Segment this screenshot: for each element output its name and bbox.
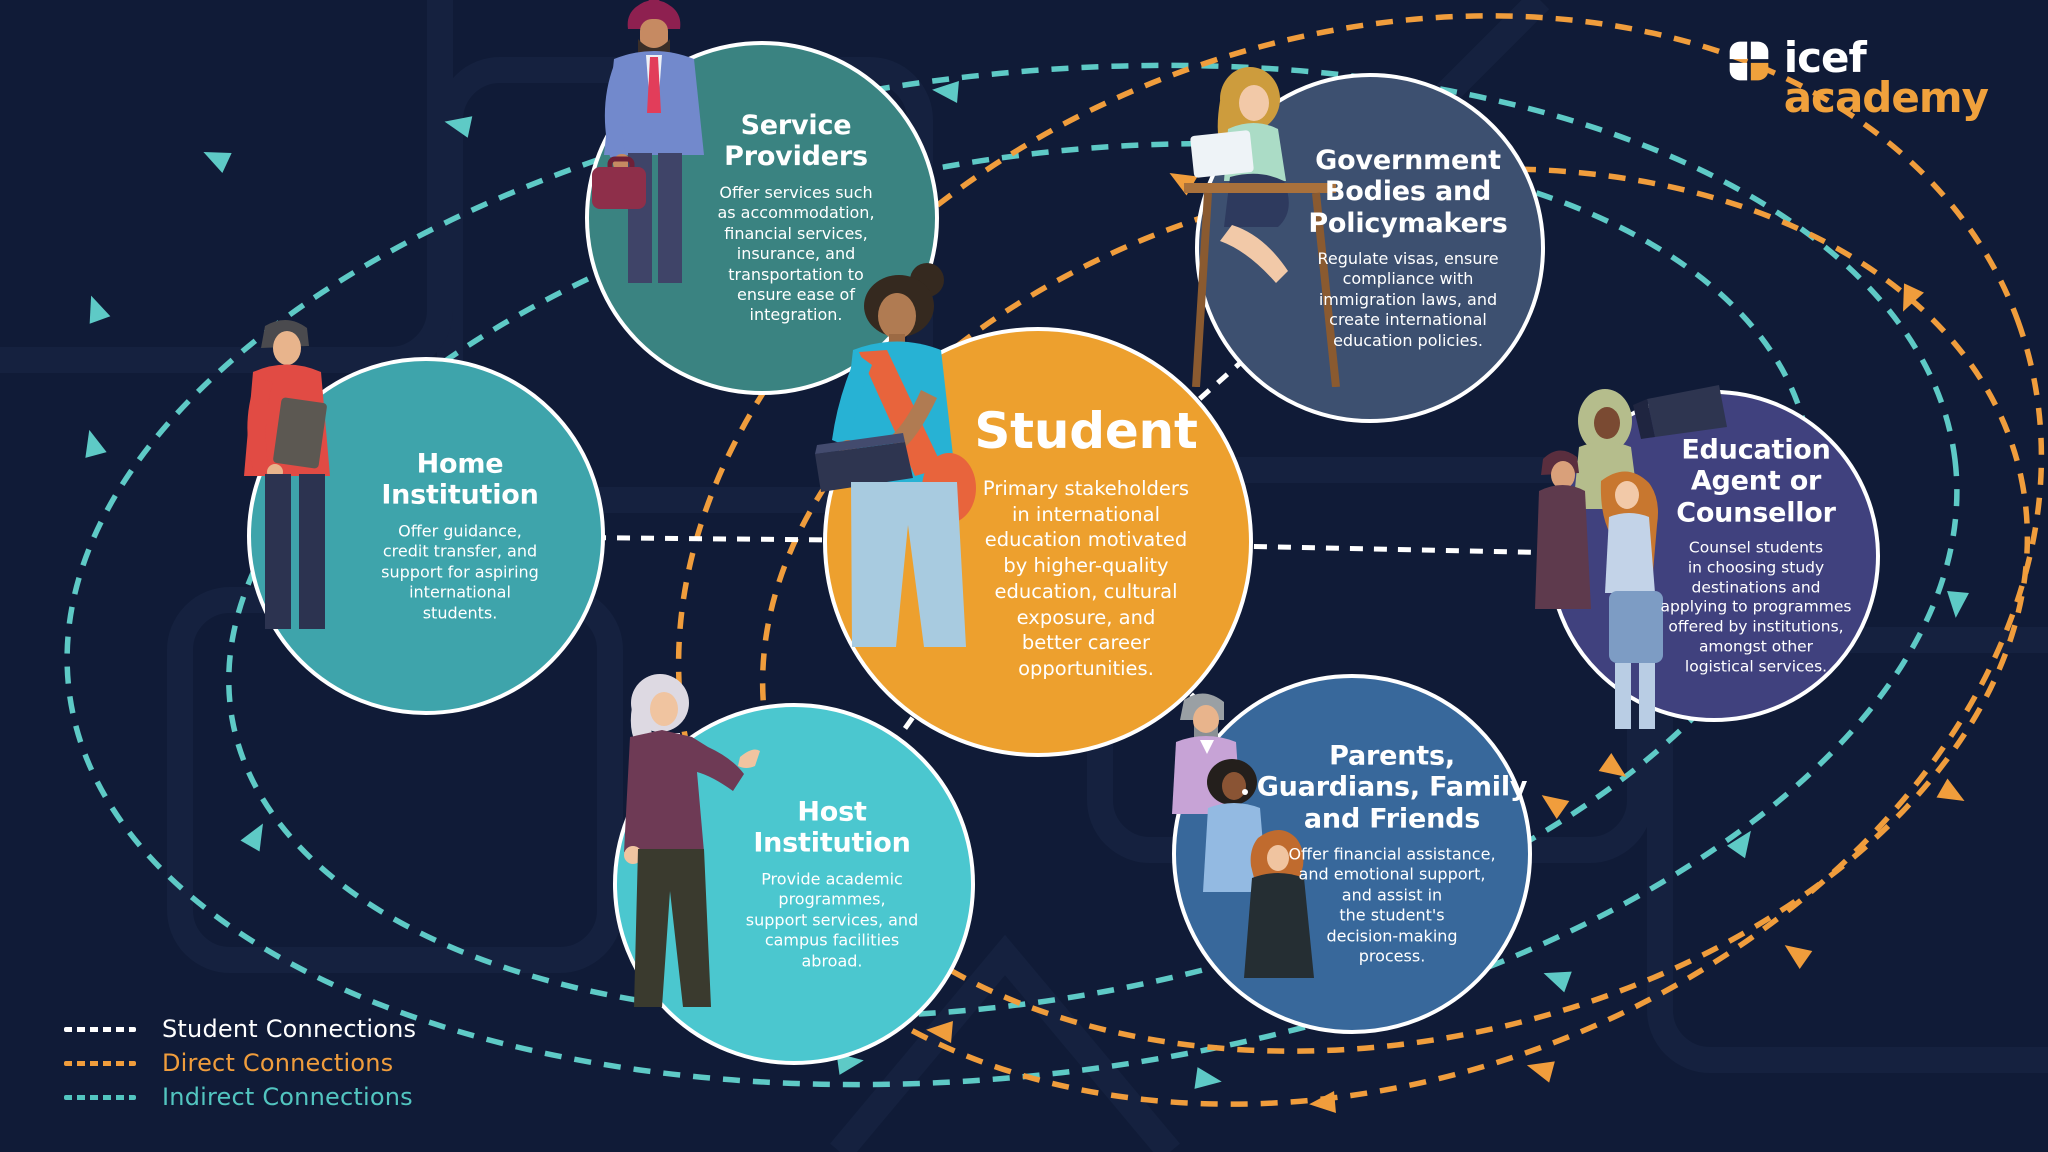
indirect-connections-swatch xyxy=(64,1094,136,1100)
node-title: Service Providers xyxy=(724,110,868,173)
direct-connections-swatch xyxy=(64,1060,136,1066)
legend-item-indirect-connections: Indirect Connections xyxy=(64,1080,416,1114)
node-title: Education Agent or Counsellor xyxy=(1676,434,1836,529)
node-parents-guardians: Parents, Guardians, Family and Friends O… xyxy=(1172,674,1532,1034)
indirect-arrowheads xyxy=(85,81,1969,1089)
node-title: Host Institution xyxy=(753,796,911,859)
node-title: Parents, Guardians, Family and Friends xyxy=(1256,740,1528,835)
direct-arrowheads xyxy=(926,173,1965,1113)
node-description: Offer guidance, credit transfer, and sup… xyxy=(381,521,539,623)
node-description: Counsel students in choosing study desti… xyxy=(1660,538,1852,676)
node-description: Offer financial assistance, and emotiona… xyxy=(1288,844,1496,966)
node-title: Government Bodies and Policymakers xyxy=(1308,144,1508,239)
node-description: Provide academic programmes, support ser… xyxy=(745,869,919,971)
student-connections-swatch xyxy=(64,1026,136,1032)
node-description: Regulate visas, ensure compliance with i… xyxy=(1317,248,1499,350)
logo-wordmark-icef: icef xyxy=(1783,33,1867,82)
node-description: Primary stakeholders in international ed… xyxy=(982,477,1190,681)
node-student: Student Primary stakeholders in internat… xyxy=(815,263,1253,757)
node-title: Home Institution xyxy=(381,448,539,511)
icef-academy-logo: icef academy xyxy=(1726,33,1989,122)
node-service-providers: Service Providers Offer services such as… xyxy=(585,0,939,395)
logo-wordmark-academy: academy xyxy=(1783,73,1989,122)
node-government-bodies: Government Bodies and Policymakers Regul… xyxy=(1184,67,1545,423)
legend-label: Direct Connections xyxy=(162,1049,394,1077)
legend-label: Indirect Connections xyxy=(162,1083,413,1111)
legend: Student Connections Direct Connections I… xyxy=(64,1012,416,1114)
node-title: Student xyxy=(974,402,1198,461)
icef-logo-icon xyxy=(1729,41,1769,81)
node-home-institution: Home Institution Offer guidance, credit … xyxy=(244,319,605,715)
node-education-agent: Education Agent or Counsellor Counsel st… xyxy=(1535,385,1880,729)
legend-item-direct-connections: Direct Connections xyxy=(64,1046,416,1080)
node-description: Offer services such as accommodation, fi… xyxy=(717,182,875,325)
legend-label: Student Connections xyxy=(162,1015,417,1043)
legend-item-student-connections: Student Connections xyxy=(64,1012,416,1046)
node-host-institution: Host Institution Provide academic progra… xyxy=(613,674,975,1065)
